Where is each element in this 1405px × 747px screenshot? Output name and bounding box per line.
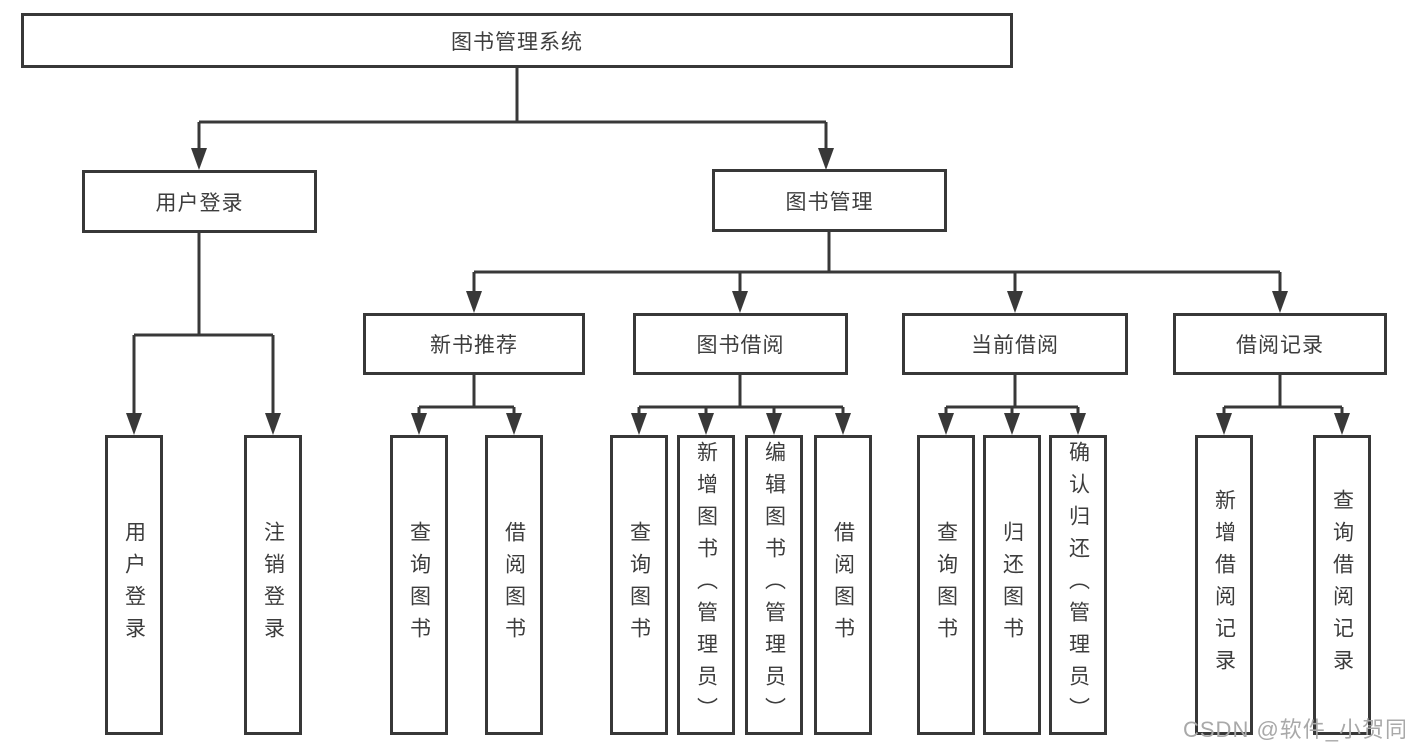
arrowhead-icon [732,291,748,313]
leaf-logout: 注销登录 [244,435,302,735]
arrowhead-icon [1216,413,1232,435]
leaf-add-books-admin-label: 新增图书（管理员） [694,441,718,729]
leaf-borrow-books-recommend-label: 借阅图书 [502,521,526,649]
arrowhead-icon [466,291,482,313]
leaf-query-books-current: 查询图书 [917,435,975,735]
watermark: CSDN @软件_小贺同学 [1183,717,1405,742]
connector-newbook-to-leaves [417,375,516,415]
arrowhead-icon [126,413,142,435]
arrowhead-icon [411,413,427,435]
leaf-borrow-books-label: 借阅图书 [831,521,855,649]
arrowhead-icon [506,413,522,435]
arrowhead-icon [265,413,281,435]
arrowhead-icon [631,413,647,435]
node-book-borrowing: 图书借阅 [633,313,848,375]
leaf-return-books-label: 归还图书 [1000,521,1024,649]
arrowheads [126,148,1350,435]
leaf-borrow-books: 借阅图书 [814,435,872,735]
leaf-add-borrow-record: 新增借阅记录 [1195,435,1253,735]
connector-current-to-leaves [944,375,1080,415]
connector-borrowing-to-leaves [637,375,845,415]
leaf-query-books-current-label: 查询图书 [934,521,958,649]
connector-root-to-level2 [197,68,828,150]
connector-userlogin-to-leaves [132,233,275,415]
leaf-confirm-return-admin: 确认归还（管理员） [1049,435,1107,735]
leaf-logout-label: 注销登录 [261,521,285,649]
leaf-edit-books-admin: 编辑图书（管理员） [745,435,803,735]
leaf-query-books-borrowing-label: 查询图书 [627,521,651,649]
arrowhead-icon [1070,413,1086,435]
arrowhead-icon [1272,291,1288,313]
arrowhead-icon [1007,291,1023,313]
leaf-user-login: 用户登录 [105,435,163,735]
leaf-confirm-return-admin-label: 确认归还（管理员） [1066,441,1090,729]
leaf-user-login-label: 用户登录 [122,521,146,649]
connector-records-to-leaves [1222,375,1344,415]
connector-bookmgmt-to-level3 [472,232,1282,293]
arrowhead-icon [698,413,714,435]
node-new-book-recommend: 新书推荐 [363,313,585,375]
leaf-query-borrow-record-label: 查询借阅记录 [1330,489,1354,681]
arrowhead-icon [1004,413,1020,435]
node-user-login: 用户登录 [82,170,317,233]
arrowhead-icon [766,413,782,435]
arrowhead-icon [1334,413,1350,435]
leaf-query-books-recommend: 查询图书 [390,435,448,735]
leaf-add-borrow-record-label: 新增借阅记录 [1212,489,1236,681]
node-borrowing-records: 借阅记录 [1173,313,1387,375]
leaf-query-books-borrowing: 查询图书 [610,435,668,735]
arrowhead-icon [835,413,851,435]
arrowhead-icon [938,413,954,435]
leaf-borrow-books-recommend: 借阅图书 [485,435,543,735]
leaf-return-books: 归还图书 [983,435,1041,735]
leaf-edit-books-admin-label: 编辑图书（管理员） [762,441,786,729]
arrowhead-icon [191,148,207,170]
node-current-borrowing: 当前借阅 [902,313,1128,375]
node-book-management: 图书管理 [712,169,947,232]
leaf-query-borrow-record: 查询借阅记录 [1313,435,1371,735]
node-root: 图书管理系统 [21,13,1013,68]
leaf-query-books-recommend-label: 查询图书 [407,521,431,649]
leaf-add-books-admin: 新增图书（管理员） [677,435,735,735]
arrowhead-icon [818,148,834,170]
